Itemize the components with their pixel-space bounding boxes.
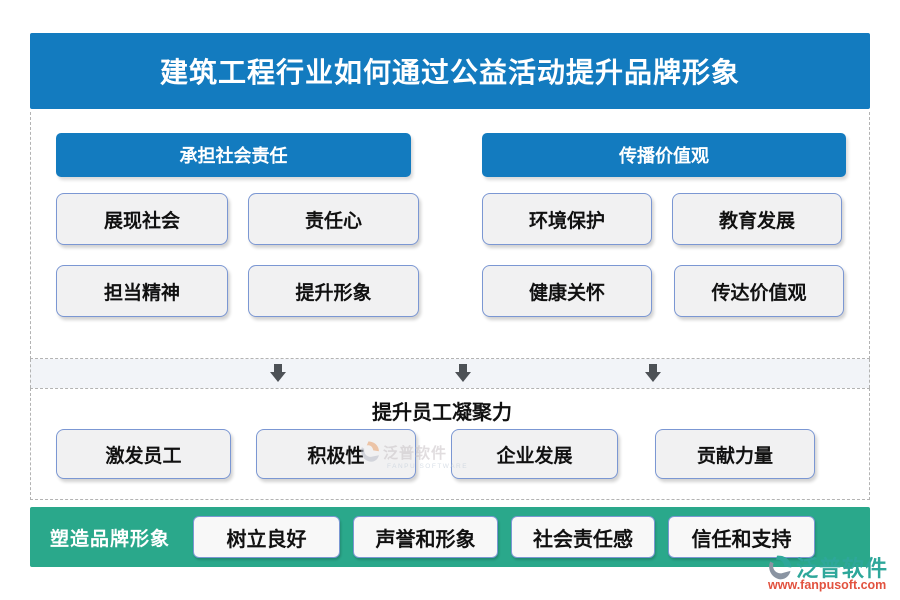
brand-name: 泛普软件 bbox=[796, 556, 889, 581]
watermark-text: 泛普软件 bbox=[383, 444, 448, 462]
item-box: 提升形象 bbox=[248, 265, 419, 317]
page-title: 建筑工程行业如何通过公益活动提升品牌形象 bbox=[159, 57, 740, 88]
item-box: 健康关怀 bbox=[482, 265, 652, 317]
item-box: 教育发展 bbox=[672, 193, 842, 245]
bottom-bar: 塑造品牌形象 树立良好 声誉和形象 社会责任感 信任和支持 bbox=[30, 507, 870, 567]
top-sections-container: 承担社会责任 展现社会 责任心 担当精神 提升形象 传播价值观 环境保护 教育发… bbox=[30, 112, 870, 359]
down-arrow-icon bbox=[455, 364, 471, 382]
fanpu-watermark-icon bbox=[361, 441, 379, 462]
item-box: 积极性 bbox=[256, 429, 416, 479]
item-box: 声誉和形象 bbox=[353, 516, 498, 558]
down-arrow-icon bbox=[645, 364, 661, 382]
item-box: 担当精神 bbox=[56, 265, 228, 317]
item-box: 信任和支持 bbox=[668, 516, 815, 558]
watermark-caption: FANPU SOFTWARE bbox=[387, 463, 469, 470]
middle-section-title: 提升员工凝聚力 bbox=[372, 402, 512, 424]
item-box: 环境保护 bbox=[482, 193, 652, 245]
brand-logo: 泛普软件 www.fanpusoft.com bbox=[766, 553, 898, 595]
item-box: 社会责任感 bbox=[511, 516, 655, 558]
brand-website: www.fanpusoft.com bbox=[768, 578, 887, 592]
item-box: 传达价值观 bbox=[674, 265, 844, 317]
center-watermark: 泛普软件 FANPU SOFTWARE bbox=[357, 439, 487, 470]
down-arrow-icon bbox=[270, 364, 286, 382]
bottom-bar-label: 塑造品牌形象 bbox=[50, 528, 171, 550]
item-box: 责任心 bbox=[248, 193, 419, 245]
item-box: 树立良好 bbox=[193, 516, 340, 558]
middle-section-container: 提升员工凝聚力 激发员工 积极性 企业发展 贡献力量 泛普软件 FANPU SO… bbox=[30, 388, 870, 500]
fanpu-logo-icon bbox=[769, 555, 792, 580]
title-banner: 建筑工程行业如何通过公益活动提升品牌形象 bbox=[30, 33, 870, 109]
item-box: 展现社会 bbox=[56, 193, 228, 245]
section-header-social-responsibility: 承担社会责任 bbox=[56, 133, 411, 177]
item-box: 贡献力量 bbox=[655, 429, 815, 479]
section-header-spread-values: 传播价值观 bbox=[482, 133, 846, 177]
item-box: 企业发展 bbox=[451, 429, 618, 479]
arrow-strip bbox=[30, 359, 870, 388]
item-box: 激发员工 bbox=[56, 429, 231, 479]
